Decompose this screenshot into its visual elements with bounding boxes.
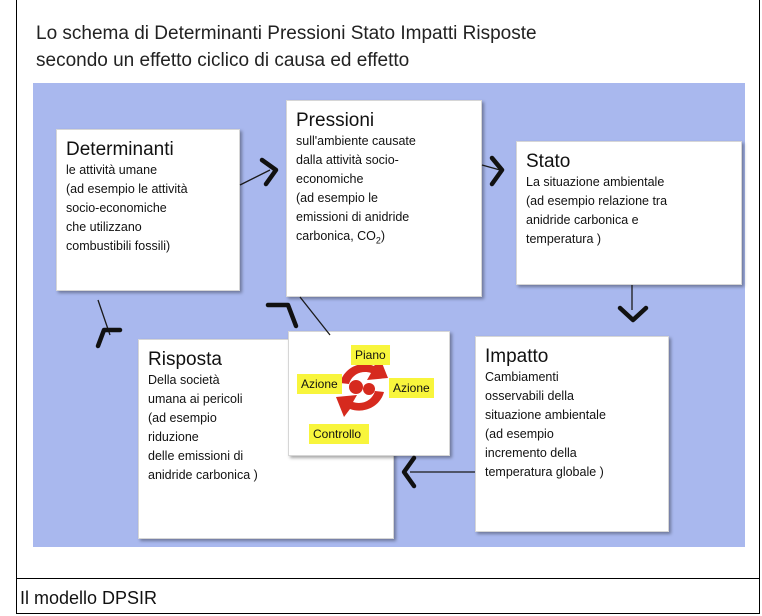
pressioni-title: Pressioni <box>296 110 375 131</box>
tag-azione-left: Azione <box>297 374 342 394</box>
stato-title: Stato <box>526 151 571 172</box>
pressioni-text: sull'ambiente causate dalla attività soc… <box>296 132 475 251</box>
caption-divider <box>16 578 760 579</box>
heading-line-1: Lo schema di Determinanti Pressioni Stat… <box>36 23 537 44</box>
diagram-heading: Lo schema di Determinanti Pressioni Stat… <box>36 20 736 74</box>
box-impatto: Impatto Cambiamenti osservabili della si… <box>475 336 669 532</box>
determinanti-text: le attività umane (ad esempio le attivit… <box>66 163 188 253</box>
impatto-title: Impatto <box>485 346 549 367</box>
risposta-text: Della società umana ai pericoli (ad esem… <box>148 373 258 482</box>
heading-line-2: secondo un effetto ciclico di causa ed e… <box>36 50 410 71</box>
pressioni-text-main: sull'ambiente causate dalla attività soc… <box>296 134 416 243</box>
pressioni-subscript: 2 <box>375 235 381 246</box>
box-pressioni: Pressioni sull'ambiente causate dalla at… <box>286 100 482 297</box>
determinanti-title: Determinanti <box>66 139 174 160</box>
figure-frame <box>16 0 760 614</box>
box-determinanti: Determinanti le attività umane (ad esemp… <box>56 129 240 291</box>
pressioni-text-end: ) <box>380 229 386 243</box>
tag-azione-right: Azione <box>389 378 434 398</box>
risposta-title: Risposta <box>148 349 222 370</box>
tag-controllo: Controllo <box>309 424 369 444</box>
box-stato: Stato La situazione ambientale (ad esemp… <box>516 141 742 285</box>
impatto-text: Cambiamenti osservabili della situazione… <box>485 370 606 479</box>
tag-piano: Piano <box>351 345 390 365</box>
stato-text: La situazione ambientale (ad esempio rel… <box>526 175 668 246</box>
figure-caption: Il modello DPSIR <box>20 588 158 608</box>
